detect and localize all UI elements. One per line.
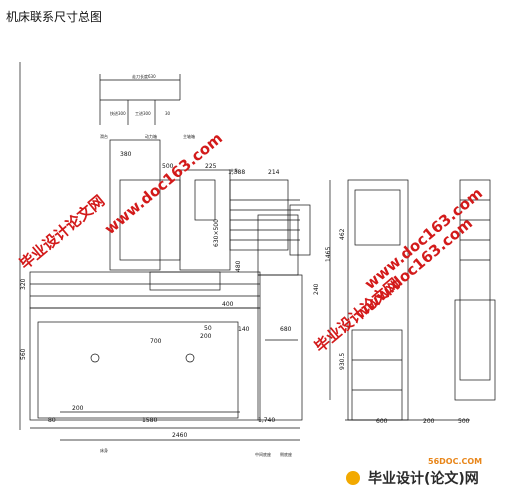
drawing-title: 机床联系尺寸总图 xyxy=(6,10,103,24)
dim-140: 140 xyxy=(238,326,250,333)
dim-480: 480 xyxy=(235,260,242,272)
dim-388: 1,388 xyxy=(228,169,245,176)
logo-circle-icon xyxy=(346,471,360,485)
dim-200-small: 200 xyxy=(200,333,212,340)
part-callouts: 滑台 动力箱 主轴箱 夹具 床身 中间底座 侧底座 xyxy=(100,133,292,457)
logo-name: 毕业设计(论文)网 xyxy=(368,470,479,487)
dim-380: 380 xyxy=(120,151,132,158)
dim-400: 400 xyxy=(222,301,234,308)
dim-560: 560 xyxy=(20,348,27,360)
watermark-url: www.doc163.com xyxy=(361,184,486,293)
dim-930: 930.5 xyxy=(339,353,346,370)
callout-label: 床身 xyxy=(100,447,108,453)
dim-600: 600 xyxy=(376,418,388,425)
watermark-url: www.doc163.com xyxy=(351,214,476,323)
dim-stroke: 走刀长度630 xyxy=(132,73,156,79)
callout-label: 夹具 xyxy=(230,167,238,173)
dimension-labels: 走刀长度630 快进300 工进300 30 380 500 225 1,388… xyxy=(20,73,470,439)
dim-225: 225 xyxy=(205,163,217,170)
drawing-linework xyxy=(19,62,496,441)
dim-500-right: 500 xyxy=(458,418,470,425)
callout-label: 动力箱 xyxy=(145,133,157,139)
dim-200: 200 xyxy=(72,405,84,412)
dim-320: 320 xyxy=(20,278,27,290)
dim-680: 680 xyxy=(280,326,292,333)
dim-200-right: 200 xyxy=(423,418,435,425)
dim-2460: 2460 xyxy=(172,432,187,439)
site-logo: 56DOC.COM 毕业设计(论文)网 xyxy=(346,457,482,487)
callout-label: 中间底座 xyxy=(255,451,271,457)
dim-1580: 1580 xyxy=(142,417,157,424)
dim-80: 80 xyxy=(48,417,56,424)
dim-1465: 1465 xyxy=(325,247,332,262)
dim-462: 462 xyxy=(339,228,346,240)
dim-feed: 工进300 xyxy=(135,110,151,116)
watermark-site: 毕业设计论文网 xyxy=(16,192,108,273)
callout-label: 滑台 xyxy=(100,133,108,139)
dim-500: 500 xyxy=(162,163,174,170)
dim-700: 700 xyxy=(150,338,162,345)
dim-rapid: 快进300 xyxy=(110,110,126,116)
dim-50: 50 xyxy=(204,325,212,332)
dim-630x500: 630×500 xyxy=(213,219,220,247)
callout-label: 主轴箱 xyxy=(183,133,195,139)
dim-30: 30 xyxy=(165,111,171,116)
dim-1740: 1,740 xyxy=(258,417,275,424)
logo-domain: 56DOC.COM xyxy=(428,457,482,466)
dim-240: 240 xyxy=(313,283,320,295)
dim-214: 214 xyxy=(268,169,280,176)
callout-label: 侧底座 xyxy=(280,451,292,457)
